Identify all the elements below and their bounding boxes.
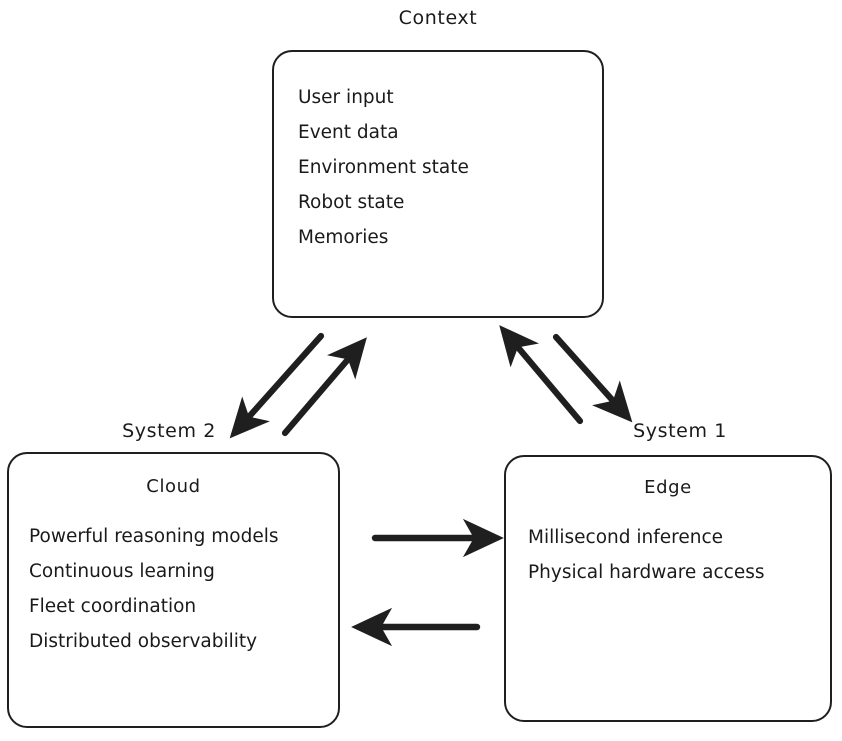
list-item: Environment state [298,157,469,178]
list-item: User input [298,87,394,108]
edge-system1-to-context [499,325,584,425]
system2-node-title: System 2 [122,420,216,442]
system2-node-box[interactable]: Cloud Powerful reasoning models Continuo… [7,452,340,728]
system1-node-box[interactable]: Edge Millisecond inference Physical hard… [504,455,832,722]
system1-node-title: System 1 [633,420,727,442]
context-item-list: User input Event data Environment state … [298,80,469,255]
edge-context-to-system2 [229,332,325,439]
list-item: Robot state [298,192,405,213]
list-item: Event data [298,122,399,143]
list-item: Physical hardware access [528,562,765,583]
edge-context-to-system1 [552,333,633,423]
edge-system2-to-context [281,337,367,437]
system2-subtitle: Cloud [146,476,201,497]
context-node-title: Context [398,7,478,29]
system2-item-list: Powerful reasoning models Continuous lea… [29,519,279,659]
list-item: Continuous learning [29,561,215,582]
list-item: Millisecond inference [528,527,723,548]
list-item: Powerful reasoning models [29,526,279,547]
list-item: Fleet coordination [29,596,197,617]
system1-subtitle: Edge [644,477,692,498]
context-node-box[interactable]: User input Event data Environment state … [272,50,604,318]
system1-item-list: Millisecond inference Physical hardware … [528,520,765,590]
list-item: Distributed observability [29,631,258,652]
list-item: Memories [298,227,389,248]
